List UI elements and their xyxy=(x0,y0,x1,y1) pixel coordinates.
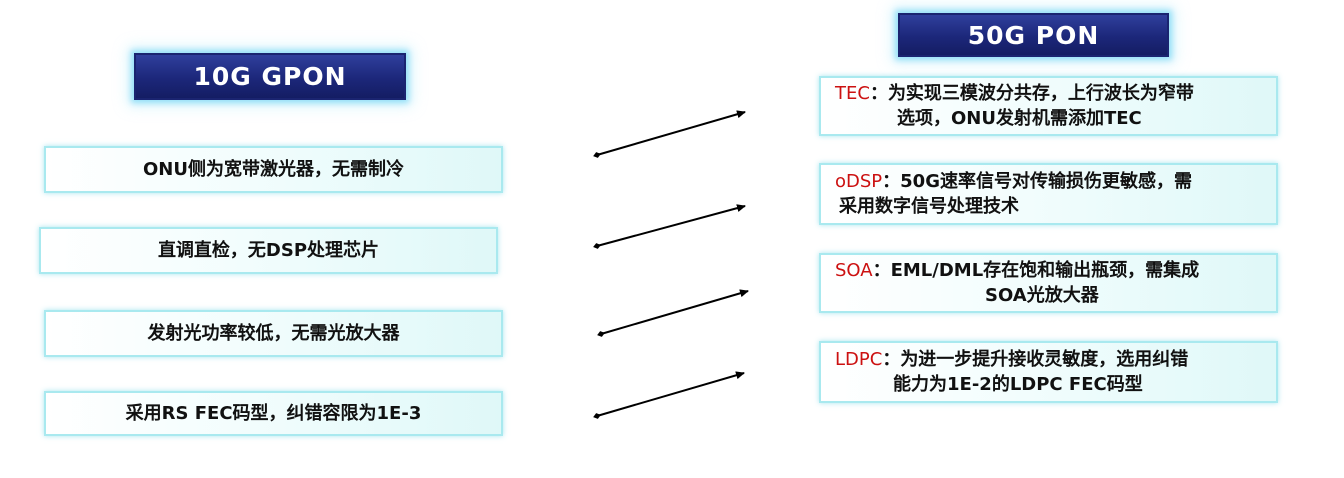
item-line2: 能力为1E-2的LDPC FEC码型 xyxy=(893,374,1143,395)
item-key: oDSP xyxy=(835,171,883,192)
left-item-1: ONU侧为宽带激光器，无需制冷 xyxy=(44,146,503,193)
item-sep: ： xyxy=(882,349,901,370)
item-key: TEC xyxy=(835,83,870,104)
arrow-2 xyxy=(593,204,746,249)
item-key: SOA xyxy=(835,260,873,281)
right-item-tec: TEC：为实现三模波分共存，上行波长为窄带 选项，ONU发射机需添加TEC xyxy=(819,76,1278,136)
right-title: 50G PON xyxy=(898,13,1169,57)
item-line2: 选项，ONU发射机需添加TEC xyxy=(897,108,1142,129)
arrow-3 xyxy=(597,289,749,337)
item-line1: 50G速率信号对传输损伤更敏感，需 xyxy=(900,171,1192,192)
item-line2: SOA光放大器 xyxy=(985,285,1099,306)
item-line1: 为实现三模波分共存，上行波长为窄带 xyxy=(887,83,1194,104)
left-item-4: 采用RS FEC码型，纠错容限为1E-3 xyxy=(44,391,503,436)
left-item-2: 直调直检，无DSP处理芯片 xyxy=(39,227,498,274)
right-item-soa: SOA：EML/DML存在饱和输出瓶颈，需集成 SOA光放大器 xyxy=(819,253,1278,313)
item-line1: 为进一步提升接收灵敏度，选用纠错 xyxy=(900,349,1189,370)
arrow-1 xyxy=(593,110,746,158)
item-line2: 采用数字信号处理技术 xyxy=(839,196,1019,217)
left-title: 10G GPON xyxy=(134,53,406,100)
item-sep: ： xyxy=(882,171,901,192)
right-item-odsp: oDSP：50G速率信号对传输损伤更敏感，需 采用数字信号处理技术 xyxy=(819,163,1278,225)
item-sep: ： xyxy=(869,83,888,104)
item-key: LDPC xyxy=(835,349,883,370)
item-line1: EML/DML存在饱和输出瓶颈，需集成 xyxy=(890,260,1200,281)
left-item-3: 发射光功率较低，无需光放大器 xyxy=(44,310,503,357)
right-item-ldpc: LDPC：为进一步提升接收灵敏度，选用纠错 能力为1E-2的LDPC FEC码型 xyxy=(819,341,1278,403)
arrow-4 xyxy=(593,371,745,419)
item-sep: ： xyxy=(872,260,891,281)
